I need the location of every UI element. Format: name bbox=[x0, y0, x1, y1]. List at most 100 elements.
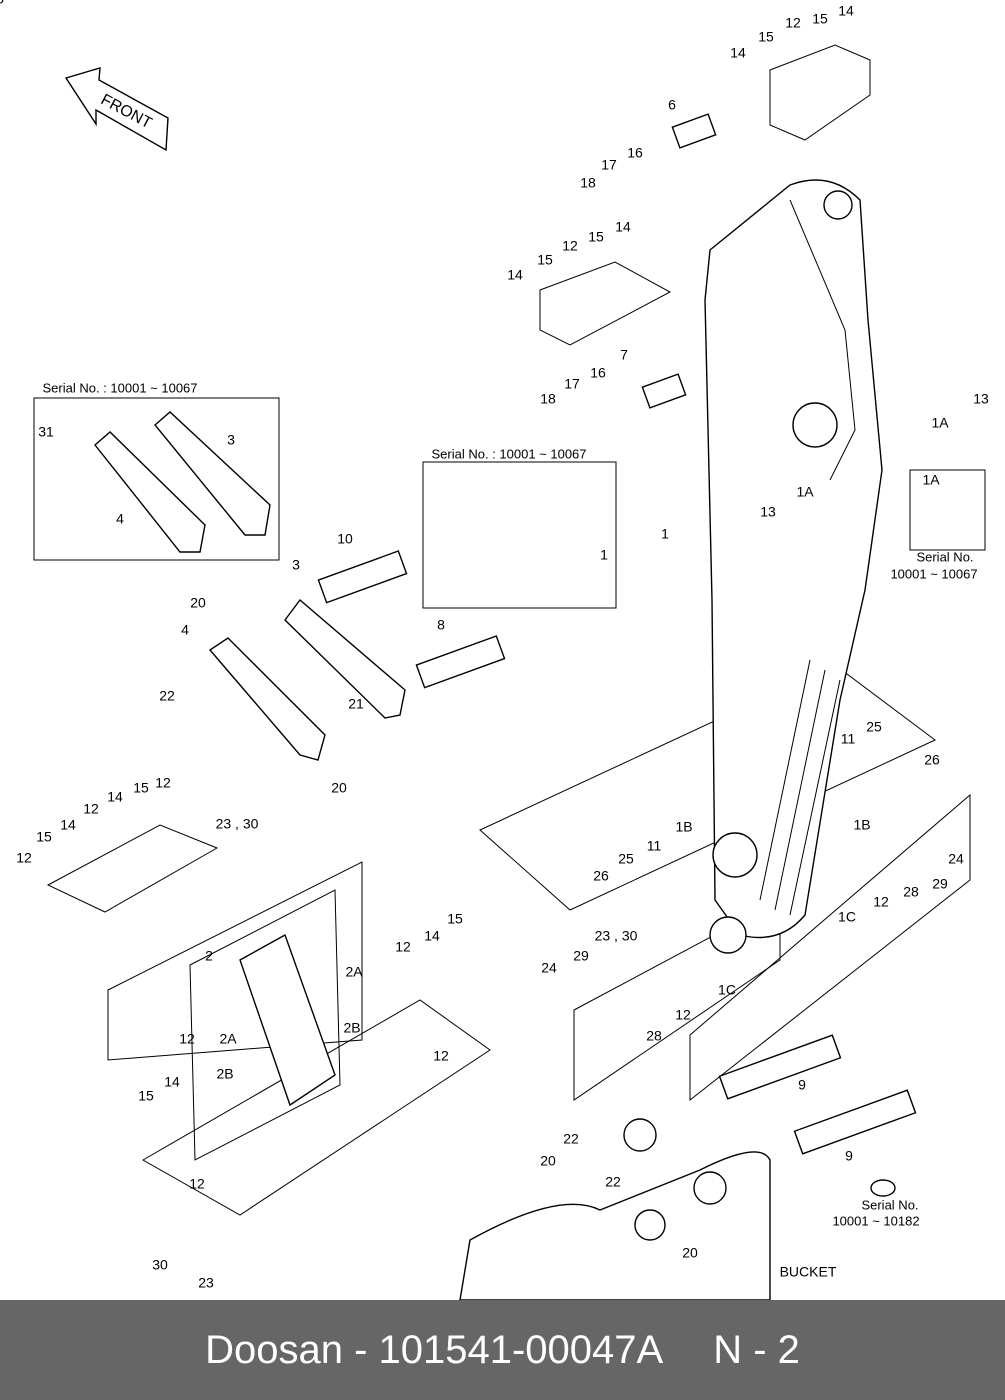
callout-16: 16 bbox=[590, 365, 606, 381]
callout-25: 25 bbox=[618, 851, 634, 867]
callout-15: 15 bbox=[138, 1088, 154, 1104]
serial-note-left: Serial No. : 10001 ~ 10067 bbox=[42, 380, 197, 395]
callout-16: 16 bbox=[627, 145, 643, 161]
callout-1: 1 bbox=[600, 547, 608, 563]
callout-1A: 1A bbox=[922, 472, 940, 488]
callout-14: 14 bbox=[60, 817, 76, 833]
callout-1C: 1C bbox=[718, 982, 736, 998]
footer-banner: Doosan - 101541-00047A N - 2 bbox=[0, 1300, 1005, 1400]
callout-14: 14 bbox=[164, 1074, 180, 1090]
callout-12: 12 bbox=[675, 1007, 691, 1023]
serial-note-5-2: 10001 ~ 10182 bbox=[832, 1213, 919, 1228]
callout-22: 22 bbox=[605, 1174, 621, 1190]
callout-15: 15 bbox=[812, 11, 828, 27]
callout-22: 22 bbox=[563, 1131, 579, 1147]
callout-18: 18 bbox=[540, 391, 556, 407]
callout-23-30: 23 , 30 bbox=[595, 928, 638, 944]
serial-note-right-2: 10001 ~ 10067 bbox=[890, 566, 977, 581]
note-marker-5: 5 bbox=[0, 0, 896, 1197]
boom bbox=[704, 179, 883, 954]
callout-10: 10 bbox=[337, 531, 353, 547]
callout-1B: 1B bbox=[853, 817, 870, 833]
callout-12: 12 bbox=[873, 894, 889, 910]
footer-part-number: Doosan - 101541-00047A bbox=[205, 1327, 664, 1372]
callout-14: 14 bbox=[107, 789, 123, 805]
callout-18: 18 bbox=[580, 175, 596, 191]
callout-1C: 1C bbox=[838, 909, 856, 925]
callout-1A: 1A bbox=[931, 415, 949, 431]
callout-3: 3 bbox=[227, 432, 235, 448]
callout-28: 28 bbox=[646, 1028, 662, 1044]
callout-9: 9 bbox=[845, 1148, 853, 1164]
callout-1: 1 bbox=[661, 526, 669, 542]
callout-4: 4 bbox=[181, 622, 189, 638]
callout-20: 20 bbox=[540, 1153, 556, 1169]
parts-diagram: FRONT bbox=[0, 0, 989, 1300]
callout-15: 15 bbox=[758, 29, 774, 45]
serial-note-5-1: Serial No. bbox=[861, 1197, 918, 1212]
callout-12: 12 bbox=[179, 1031, 195, 1047]
callout-14: 14 bbox=[424, 928, 440, 944]
callout-8: 8 bbox=[437, 617, 445, 633]
callout-12: 12 bbox=[16, 850, 32, 866]
callout-1B: 1B bbox=[675, 819, 692, 835]
callout-14: 14 bbox=[730, 45, 746, 61]
callout-11: 11 bbox=[841, 731, 856, 747]
callout-15: 15 bbox=[36, 829, 52, 845]
callout-15: 15 bbox=[447, 911, 463, 927]
footer-page: N - 2 bbox=[713, 1327, 800, 1372]
callout-12: 12 bbox=[785, 15, 801, 31]
callout-20: 20 bbox=[682, 1245, 698, 1261]
callout-14: 14 bbox=[507, 267, 523, 283]
callout-12: 12 bbox=[83, 801, 99, 817]
callout-31: 31 bbox=[38, 424, 54, 440]
callout-1A: 1A bbox=[796, 484, 814, 500]
callout-26: 26 bbox=[924, 752, 940, 768]
callout-7: 7 bbox=[620, 347, 628, 363]
callout-17: 17 bbox=[564, 376, 580, 392]
callout-15: 15 bbox=[133, 780, 149, 796]
callout-30: 30 bbox=[152, 1257, 168, 1273]
callout-20: 20 bbox=[190, 595, 206, 611]
callout-20: 20 bbox=[331, 780, 347, 796]
callout-12: 12 bbox=[433, 1048, 449, 1064]
callout-24: 24 bbox=[948, 851, 964, 867]
callout-22: 22 bbox=[159, 688, 175, 704]
callout-4: 4 bbox=[116, 511, 124, 527]
bucket-label: BUCKET bbox=[780, 1264, 837, 1280]
callout-2A: 2A bbox=[345, 964, 363, 980]
callout-13: 13 bbox=[760, 504, 776, 520]
callout-9: 9 bbox=[798, 1077, 806, 1093]
callout-26: 26 bbox=[593, 868, 609, 884]
pins-and-links bbox=[94, 113, 917, 1300]
note-marker-label: 5 bbox=[0, 0, 4, 7]
callout-14: 14 bbox=[615, 219, 631, 235]
callout-12: 12 bbox=[155, 775, 171, 791]
callout-2A: 2A bbox=[219, 1031, 237, 1047]
callout-21: 21 bbox=[348, 696, 364, 712]
front-arrow-icon: FRONT bbox=[64, 67, 169, 152]
callout-3: 3 bbox=[292, 557, 300, 573]
callout-12: 12 bbox=[395, 939, 411, 955]
callout-23: 23 bbox=[198, 1275, 214, 1291]
callout-14: 14 bbox=[838, 3, 854, 19]
callout-13: 13 bbox=[973, 391, 989, 407]
callout-11: 11 bbox=[647, 838, 662, 854]
serial-note-right-1: Serial No. bbox=[916, 549, 973, 564]
serial-note-center: Serial No. : 10001 ~ 10067 bbox=[431, 446, 586, 461]
callout-15: 15 bbox=[537, 252, 553, 268]
callout-25: 25 bbox=[866, 719, 882, 735]
callout-2B: 2B bbox=[216, 1066, 233, 1082]
callout-15: 15 bbox=[588, 229, 604, 245]
callout-28: 28 bbox=[903, 884, 919, 900]
callout-29: 29 bbox=[932, 876, 948, 892]
callout-2: 2 bbox=[205, 948, 213, 964]
callout-24: 24 bbox=[541, 960, 557, 976]
callout-2B: 2B bbox=[343, 1020, 360, 1036]
callout-12: 12 bbox=[189, 1176, 205, 1192]
callout-6: 6 bbox=[668, 97, 676, 113]
callout-29: 29 bbox=[573, 948, 589, 964]
callout-boxes bbox=[33, 44, 986, 1216]
callout-23-30: 23 , 30 bbox=[216, 816, 259, 832]
